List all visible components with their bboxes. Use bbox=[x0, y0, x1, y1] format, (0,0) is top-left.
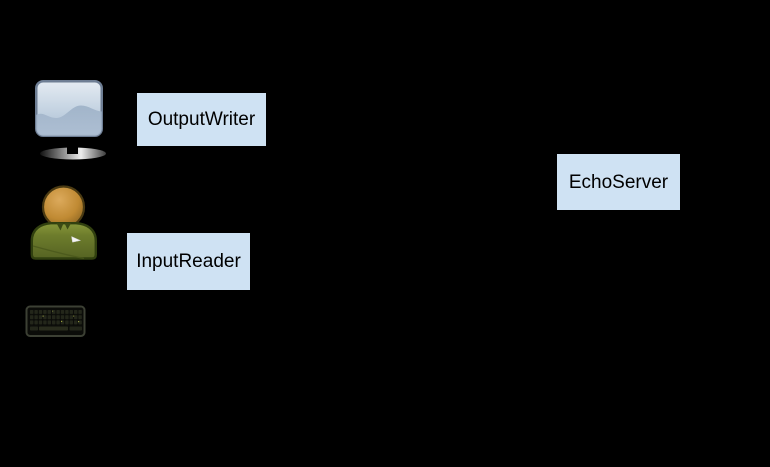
monitor-icon bbox=[35, 80, 106, 160]
node-echoserver: EchoServer bbox=[557, 154, 680, 210]
node-outputwriter: OutputWriter bbox=[137, 93, 266, 146]
user-icon bbox=[30, 185, 97, 260]
node-outputwriter-label: OutputWriter bbox=[147, 109, 256, 130]
node-echoserver-label: EchoServer bbox=[568, 171, 669, 193]
keyboard-icon bbox=[25, 305, 86, 337]
node-inputreader: InputReader bbox=[127, 233, 250, 290]
node-inputreader-label: InputReader bbox=[136, 251, 241, 272]
